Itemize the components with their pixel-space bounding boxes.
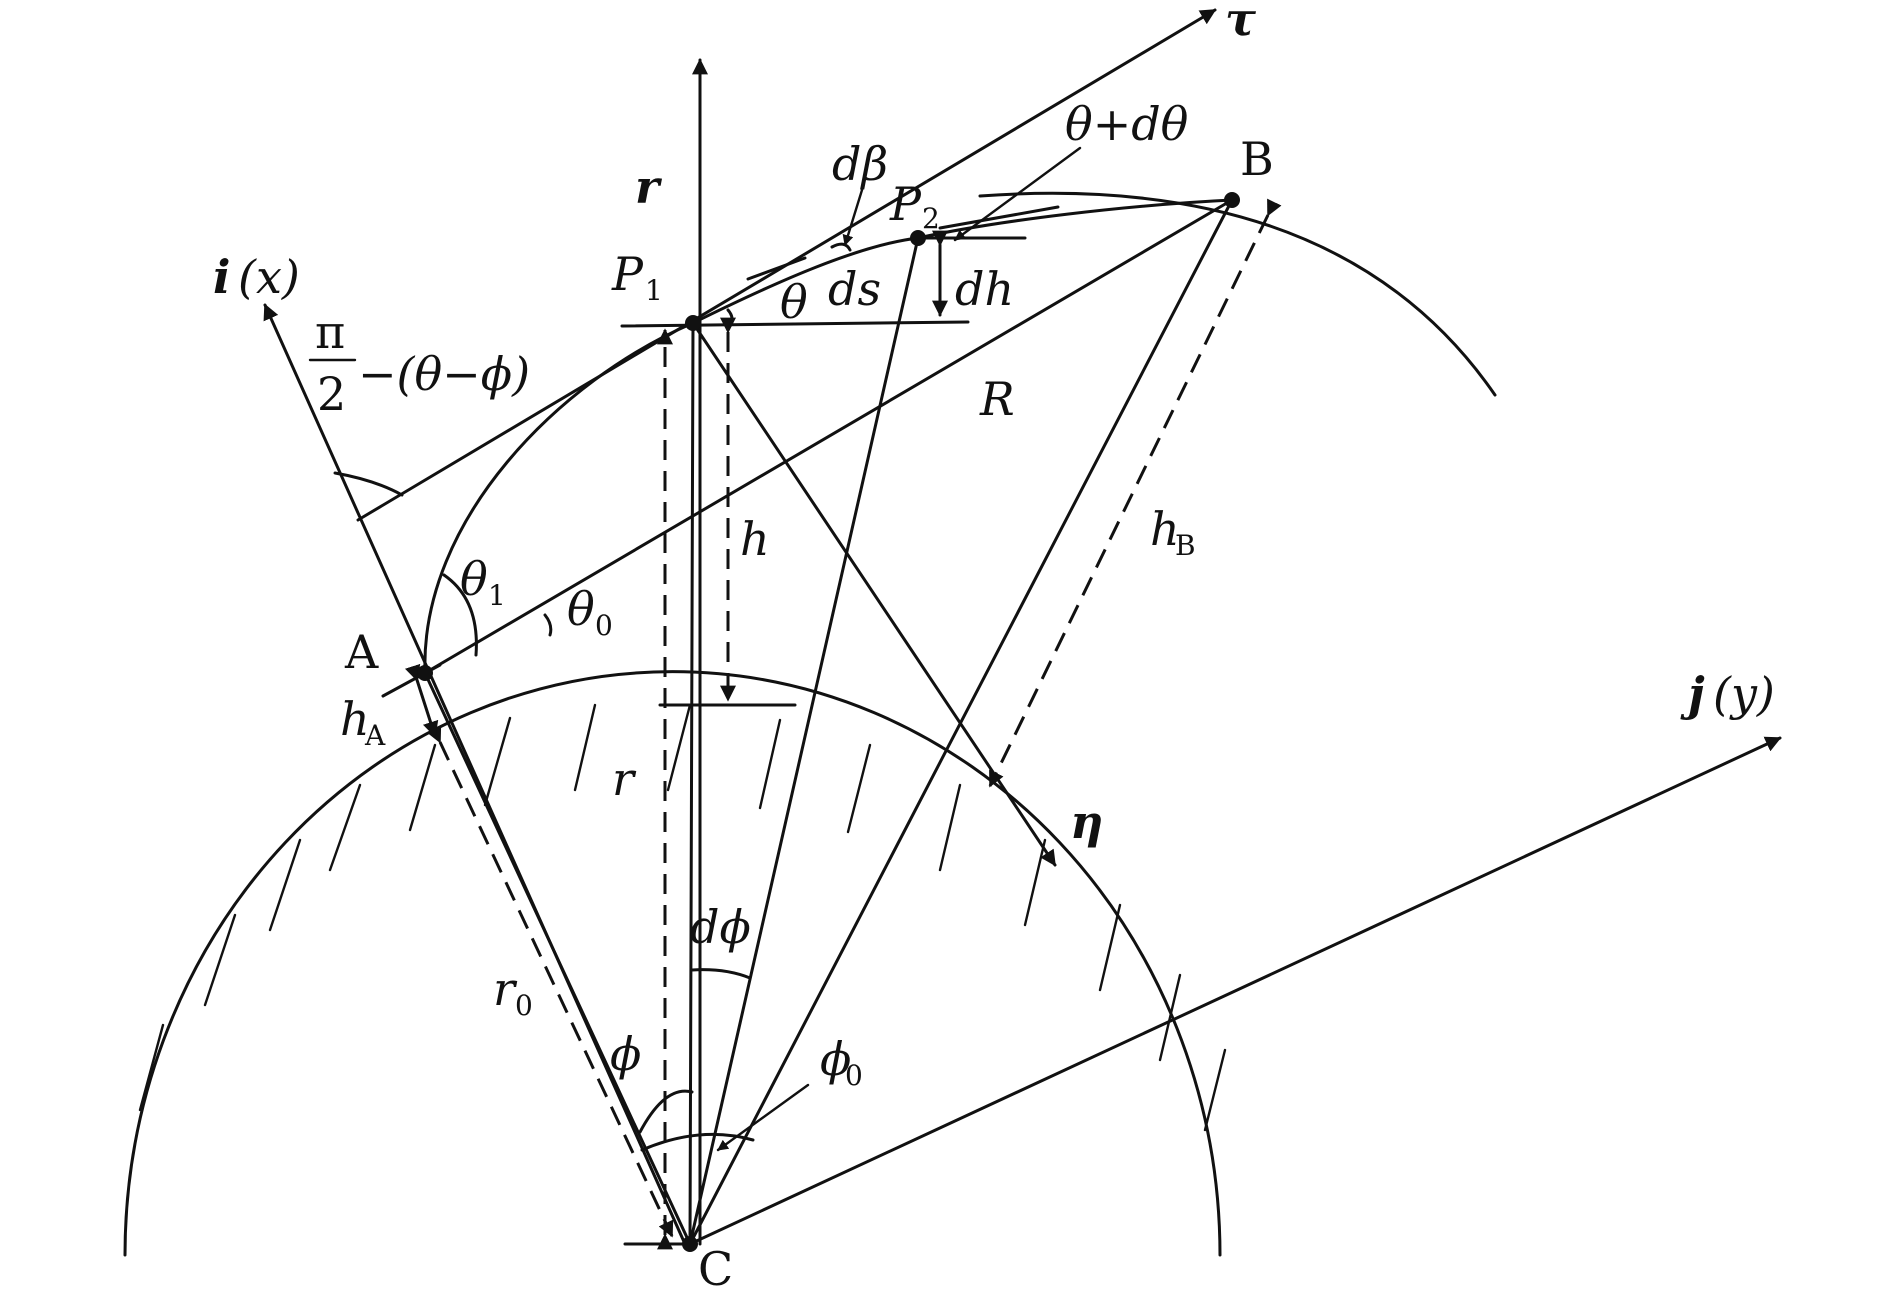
label-phi0: ϕ: [820, 1032, 851, 1086]
label-theta0: θ: [567, 582, 595, 636]
label-dbeta: dβ: [832, 137, 888, 191]
label-c: C: [698, 1242, 733, 1296]
earth-surface-arc: [123, 670, 1222, 1257]
label-hb: h: [1150, 502, 1180, 556]
label-i-axis: i: [213, 250, 230, 304]
label-p1-sub: 1: [645, 274, 663, 307]
label-dphi: dϕ: [690, 900, 751, 954]
angle-arc-theta: [726, 308, 734, 328]
horizontal-p1: [620, 320, 970, 328]
label-angle-pi: π: [315, 305, 345, 359]
label-phi: ϕ: [610, 1027, 641, 1081]
label-p1: P: [611, 247, 644, 301]
angle-arc-i-tau: [333, 471, 404, 497]
label-j-axis-coord: (y): [1713, 667, 1775, 721]
point-b: [1224, 192, 1240, 208]
dash-r0: [426, 725, 674, 1238]
label-i-axis-coord: (x): [238, 250, 300, 304]
point-p2: [910, 230, 926, 246]
dash-hb: [988, 198, 1282, 788]
angle-arc-dbeta: [830, 242, 852, 252]
label-r-small: r: [612, 752, 637, 806]
label-angle-rest: −(θ−ϕ): [358, 347, 530, 401]
angle-arc-phi0: [640, 1132, 755, 1152]
j-axis: [688, 736, 1782, 1246]
label-ha-sub: A: [364, 719, 386, 752]
label-theta1: θ: [460, 552, 488, 606]
label-a: A: [344, 625, 379, 679]
label-ha: h: [340, 692, 370, 746]
tangent-segment-p1: [746, 256, 807, 281]
label-p2: P: [889, 177, 922, 231]
radius-cp2: [688, 236, 920, 1246]
label-theta0-sub: 0: [595, 609, 613, 642]
label-phi0-sub: 0: [845, 1059, 863, 1092]
label-r-vector: r: [635, 160, 663, 214]
label-tau: τ: [1225, 0, 1256, 46]
label-theta: θ: [780, 275, 808, 329]
label-eta: η: [1070, 795, 1103, 849]
label-b: B: [1240, 132, 1274, 186]
dbeta-pointer: [842, 188, 864, 247]
label-r0: r: [493, 962, 518, 1016]
label-dh: dh: [955, 262, 1014, 316]
label-angle-2: 2: [317, 367, 346, 421]
angle-arc-dphi: [690, 968, 752, 980]
label-hb-sub: B: [1175, 529, 1196, 562]
label-theta1-sub: 1: [488, 579, 506, 612]
label-p2-sub: 2: [922, 202, 940, 235]
ha-arrow: [404, 663, 439, 738]
label-ds: ds: [828, 262, 881, 316]
surface-hatching: [138, 703, 1227, 1132]
point-p1: [685, 315, 701, 331]
angle-arc-theta1: [442, 573, 478, 657]
phi0-pointer: [716, 1083, 810, 1152]
radius-ca: [423, 671, 692, 1246]
outer-arc: [978, 191, 1497, 397]
point-a: [417, 665, 433, 681]
radius-cp1: [688, 321, 695, 1246]
angle-arc-phi: [638, 1089, 694, 1134]
theta-plus-pointer: [953, 146, 1082, 242]
radius-cb: [688, 198, 1234, 1246]
label-h: h: [740, 512, 770, 566]
label-theta-plus-dtheta: θ+dθ: [1065, 97, 1188, 151]
point-c: [682, 1236, 698, 1252]
angle-arc-theta0: [543, 613, 553, 637]
label-r0-sub: 0: [515, 989, 533, 1022]
label-j-axis: j: [1680, 667, 1705, 721]
label-r-big: R: [979, 372, 1015, 426]
